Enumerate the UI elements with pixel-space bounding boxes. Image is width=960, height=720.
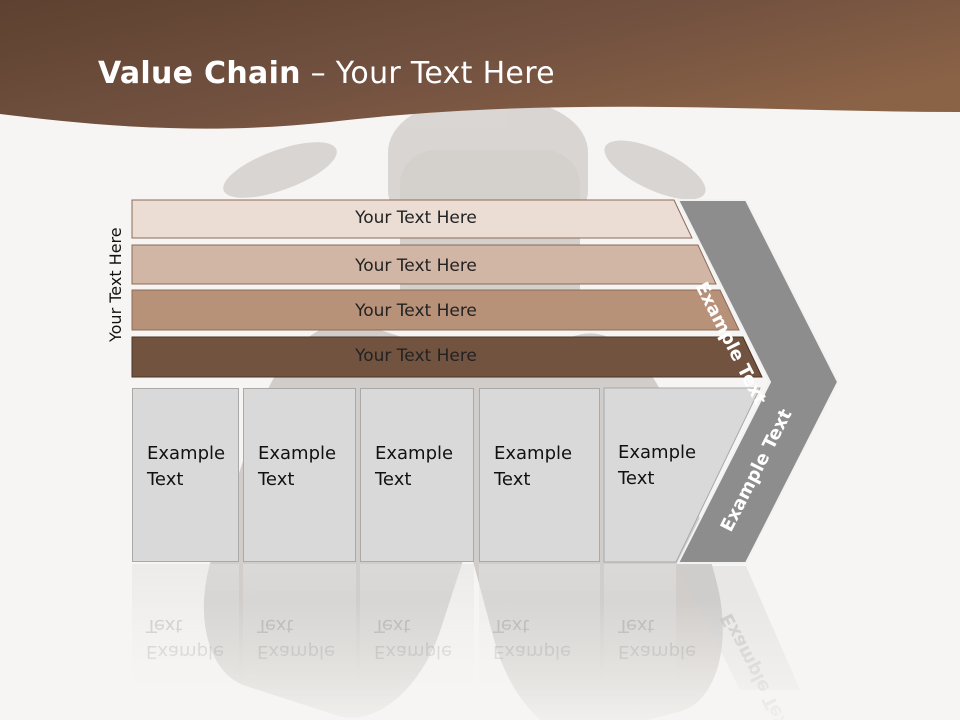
bar-3 — [131, 289, 740, 331]
slide-title: Value Chain – Your Text Here — [98, 56, 555, 91]
bar-3-label: Your Text Here — [355, 301, 477, 321]
reflection-fade — [0, 600, 960, 720]
header-band — [0, 0, 960, 129]
title-bold: Value Chain — [98, 56, 301, 91]
chevron-arrow — [676, 199, 840, 564]
bar-2-label: Your Text Here — [355, 256, 477, 276]
box-5-shape — [603, 387, 761, 563]
title-rest: – Your Text Here — [300, 56, 555, 91]
bar-4-label: Your Text Here — [355, 346, 477, 366]
bar-4 — [131, 336, 763, 378]
bar-2 — [131, 244, 717, 285]
bar-1-label: Your Text Here — [355, 208, 477, 228]
bar-1 — [131, 199, 693, 239]
